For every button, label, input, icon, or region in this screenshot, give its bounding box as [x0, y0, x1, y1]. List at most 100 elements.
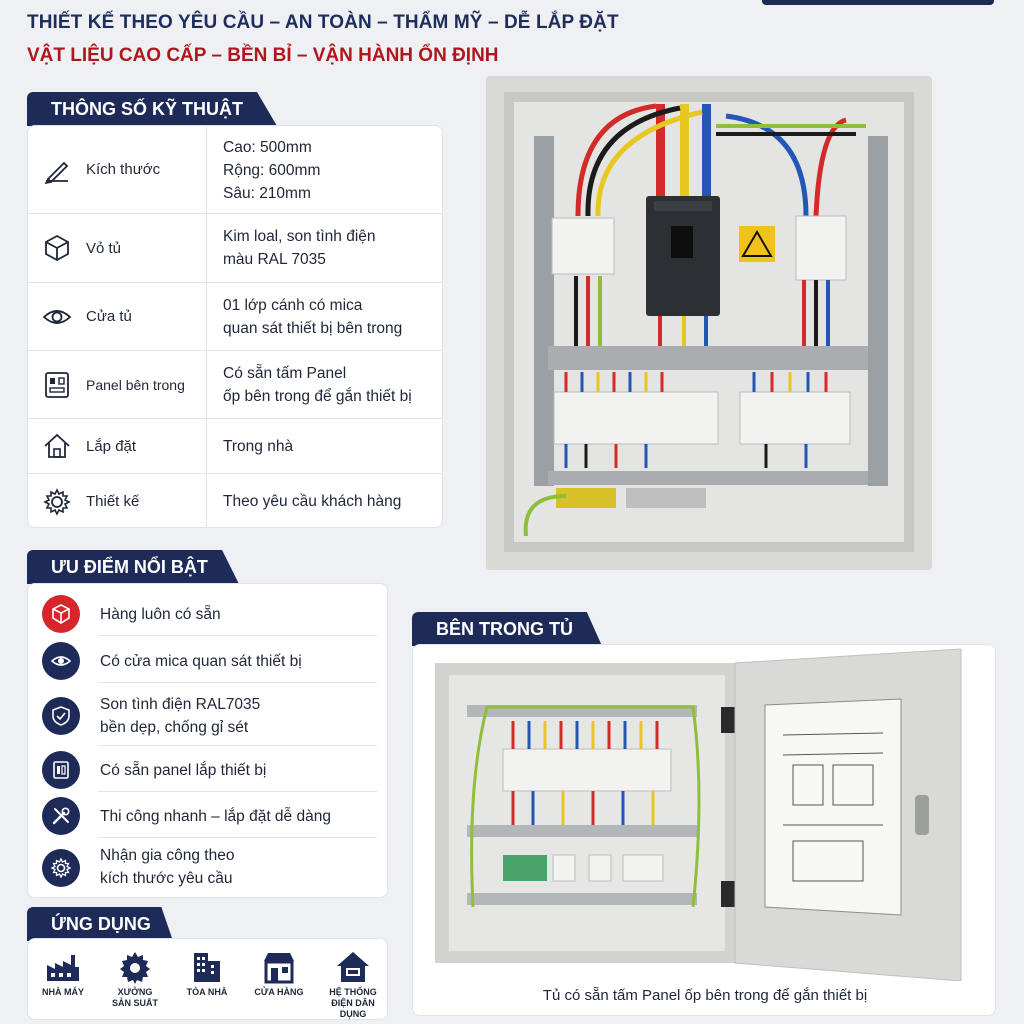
advantage-text: Nhận gia công theo kích thước yêu cầu [100, 844, 234, 890]
tools-icon [42, 797, 80, 835]
advantage-line: Thi công nhanh – lắp đặt dễ dàng [100, 808, 331, 825]
building-icon [194, 953, 220, 982]
advantages-title: ƯU ĐIỂM NỔI BẬT [51, 556, 208, 577]
advantage-item: Nhận gia công theo kích thước yêu cầu [28, 840, 389, 896]
spec-label: Lắp đặt [86, 437, 137, 455]
advantage-separator [98, 791, 377, 792]
advantage-separator [98, 745, 377, 746]
application-label-line: HỆ THỐNG [329, 987, 377, 997]
application-label-line: NHÀ MÁY [42, 987, 84, 997]
open-cabinet-illustration [435, 648, 962, 982]
advantage-item: Thi công nhanh – lắp đặt dễ dàng [28, 794, 389, 838]
spec-value-line: Có sẵn tấm Panel [223, 365, 347, 382]
advantage-line: Hàng luôn có sẵn [100, 606, 221, 623]
advantage-separator [98, 635, 377, 636]
spec-value: Cao: 500mm Rộng: 600mm Sâu: 210mm [223, 136, 320, 205]
inside-section-tab: BÊN TRONG TỦ [412, 612, 602, 646]
application-label-line: ĐIỆN DÂN DỤNG [331, 998, 375, 1019]
spec-value-line: Trong nhà [223, 438, 294, 455]
advantage-separator [98, 837, 377, 838]
eye-icon [28, 302, 86, 332]
cabinet-photo [486, 76, 932, 570]
applications-title: ỨNG DỤNG [51, 913, 151, 934]
gear-icon [28, 487, 86, 517]
application-item: NHÀ MÁY [31, 949, 95, 998]
advantage-separator [98, 682, 377, 683]
spec-label: Panel bên trong [86, 376, 185, 393]
advantage-line: Có sẵn panel lắp thiết bị [100, 762, 267, 779]
specs-section-tab: THÔNG SỐ KỸ THUẬT [27, 92, 277, 126]
advantage-line: kích thước yêu cầu [100, 870, 233, 887]
spec-value-line: 01 lớp cánh có mica [223, 297, 363, 314]
advantage-line: Son tình điện RAL7035 [100, 696, 261, 713]
advantage-item: Hàng luôn có sẵn [28, 592, 389, 636]
spec-value-line: Theo yêu cầu khách hàng [223, 493, 402, 510]
spec-row-door: Cửa tủ 01 lớp cánh có mica quan sát thiế… [28, 283, 442, 351]
panel-icon [42, 751, 80, 789]
application-label: NHÀ MÁY [31, 987, 95, 998]
application-label-line: CỬA HÀNG [254, 987, 304, 997]
inside-cabinet-panel: Tủ có sẵn tấm Panel ốp bên trong để gắn … [412, 644, 996, 1016]
application-label-line: SẢN SUẤT [111, 998, 158, 1008]
advantage-line: Nhận gia công theo [100, 847, 235, 864]
advantages-section-tab: ƯU ĐIỂM NỔI BẬT [27, 550, 239, 584]
spec-value-line: Cao: 500mm [223, 139, 312, 156]
spec-row-installation: Lắp đặt Trong nhà [28, 419, 442, 474]
application-label: TÒA NHÀ [175, 987, 239, 998]
advantage-text: Có sẵn panel lắp thiết bị [100, 759, 266, 782]
advantage-text: Hàng luôn có sẵn [100, 603, 221, 626]
top-accent-bar [762, 0, 994, 5]
advantage-line: bền dẹp, chống gỉ sét [100, 719, 249, 736]
application-item: CỬA HÀNG [247, 949, 311, 998]
spec-value: Kim loal, son tình điện màu RAL 7035 [223, 225, 376, 271]
specs-title: THÔNG SỐ KỸ THUẬT [51, 98, 243, 119]
spec-label: Kích thước [86, 161, 161, 178]
advantage-item: Son tình điện RAL7035 bền dẹp, chống gỉ … [28, 686, 389, 746]
application-item: TÒA NHÀ [175, 949, 239, 998]
spec-row-enclosure: Vỏ tủ Kim loal, son tình điện màu RAL 70… [28, 214, 442, 283]
spec-value-line: ốp bên trong để gắn thiết bị [223, 388, 412, 405]
spec-value-line: Kim loal, son tình điện [223, 228, 376, 245]
advantage-text: Son tình điện RAL7035 bền dẹp, chống gỉ … [100, 693, 260, 739]
specs-table: Kích thước Cao: 500mm Rộng: 600mm Sâu: 2… [27, 125, 443, 528]
spec-row-size: Kích thước Cao: 500mm Rộng: 600mm Sâu: 2… [28, 126, 442, 214]
eye-icon [42, 642, 80, 680]
advantages-list: Hàng luôn có sẵn Có cửa mica quan sát th… [27, 583, 388, 898]
application-label-line: XƯỞNG [117, 987, 153, 997]
shop-icon [264, 953, 294, 984]
advantage-text: Thi công nhanh – lắp đặt dễ dàng [100, 805, 331, 828]
applications-section-tab: ỨNG DỤNG [27, 907, 173, 941]
advantage-item: Có cửa mica quan sát thiết bị [28, 639, 389, 683]
specs-column-divider [206, 126, 207, 527]
application-label: CỬA HÀNG [247, 987, 311, 998]
house-icon [337, 952, 369, 982]
spec-value: Có sẵn tấm Panel ốp bên trong để gắn thi… [223, 362, 412, 408]
shield-icon [42, 697, 80, 735]
spec-label: Thiết kế [86, 493, 140, 510]
headline-primary: THIẾT KẾ THEO YÊU CẦU – AN TOÀN – THẨM M… [27, 12, 619, 33]
gear-icon [120, 952, 150, 984]
panel-icon [28, 370, 86, 400]
ruler-pencil-icon [28, 155, 86, 185]
advantage-text: Có cửa mica quan sát thiết bị [100, 650, 302, 673]
spec-value-line: màu RAL 7035 [223, 251, 326, 268]
inside-caption: Tủ có sẵn tấm Panel ốp bên trong để gắn … [542, 987, 868, 1004]
advantage-line: Có cửa mica quan sát thiết bị [100, 653, 302, 670]
spec-value-line: Sâu: 210mm [223, 185, 311, 202]
spec-value: Theo yêu cầu khách hàng [223, 490, 401, 513]
gear-icon [42, 849, 80, 887]
application-label-line: TÒA NHÀ [186, 987, 228, 997]
home-icon [28, 431, 86, 461]
inside-title: BÊN TRONG TỦ [436, 618, 573, 639]
spec-value-line: quan sát thiết bị bên trong [223, 320, 403, 337]
spec-row-design: Thiết kế Theo yêu cầu khách hàng [28, 474, 442, 527]
spec-row-panel: Panel bên trong Có sẵn tấm Panel ốp bên … [28, 351, 442, 419]
spec-value-line: Rộng: 600mm [223, 162, 321, 179]
headline-secondary: VẬT LIỆU CAO CẤP – BỀN BỈ – VẬN HÀNH ỔN … [27, 45, 499, 66]
factory-icon [47, 955, 79, 981]
